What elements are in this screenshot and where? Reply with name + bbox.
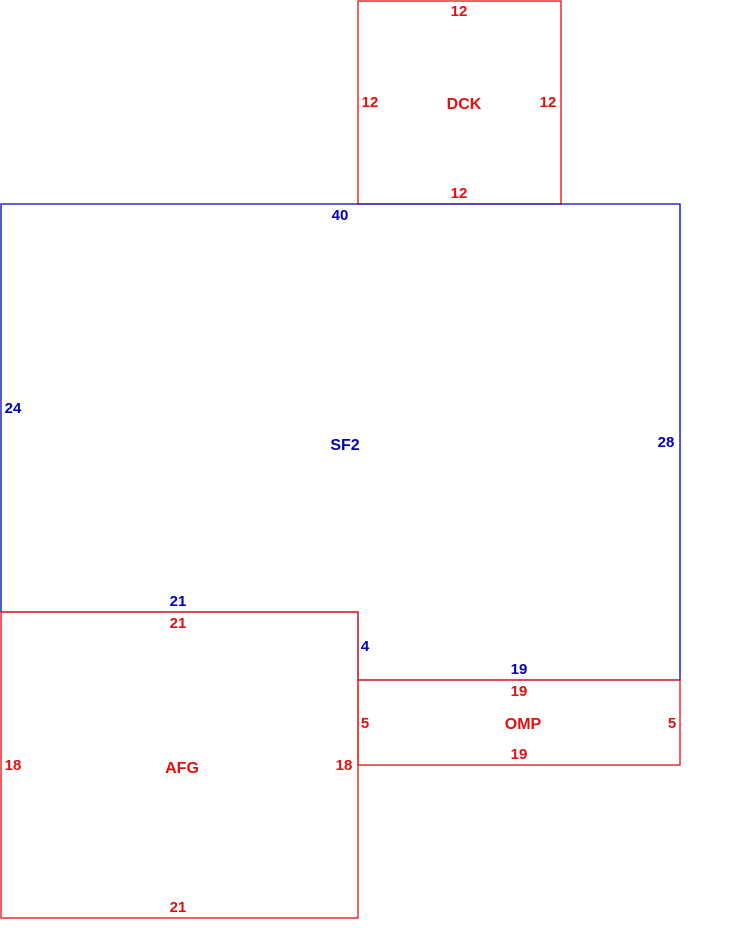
dck-left-dimension: 12 [362, 94, 379, 111]
area-afg: AFG 21 18 18 21 [0, 611, 359, 919]
afg-bottom-dimension: 21 [170, 899, 187, 916]
dck-label: DCK [447, 96, 482, 113]
area-dck: DCK 12 12 12 12 [357, 0, 562, 205]
afg-right-dimension: 18 [336, 757, 353, 774]
sf2-left-dimension: 24 [5, 400, 22, 417]
omp-outline [357, 679, 681, 766]
omp-left-dimension: 5 [361, 715, 369, 732]
omp-label: OMP [505, 716, 542, 733]
omp-right-dimension: 5 [668, 715, 676, 732]
sf2-top-dimension: 40 [332, 207, 349, 224]
sf2-step-dimension: 4 [361, 638, 370, 655]
area-omp: OMP 19 5 5 19 [357, 679, 681, 766]
omp-top-dimension: 19 [511, 683, 528, 700]
dck-bottom-dimension: 12 [451, 185, 468, 202]
dck-top-dimension: 12 [451, 3, 468, 20]
area-sf2: SF2 40 24 28 21 4 19 [0, 203, 681, 681]
sf2-right-dimension: 28 [658, 434, 675, 451]
sf2-bottom-left-dimension: 21 [170, 593, 187, 610]
afg-left-dimension: 18 [5, 757, 22, 774]
afg-label: AFG [165, 760, 199, 777]
afg-top-dimension: 21 [170, 615, 187, 632]
sf2-bottom-right-dimension: 19 [511, 661, 528, 678]
dck-right-dimension: 12 [540, 94, 557, 111]
omp-bottom-dimension: 19 [511, 746, 528, 763]
sf2-label: SF2 [330, 437, 359, 454]
